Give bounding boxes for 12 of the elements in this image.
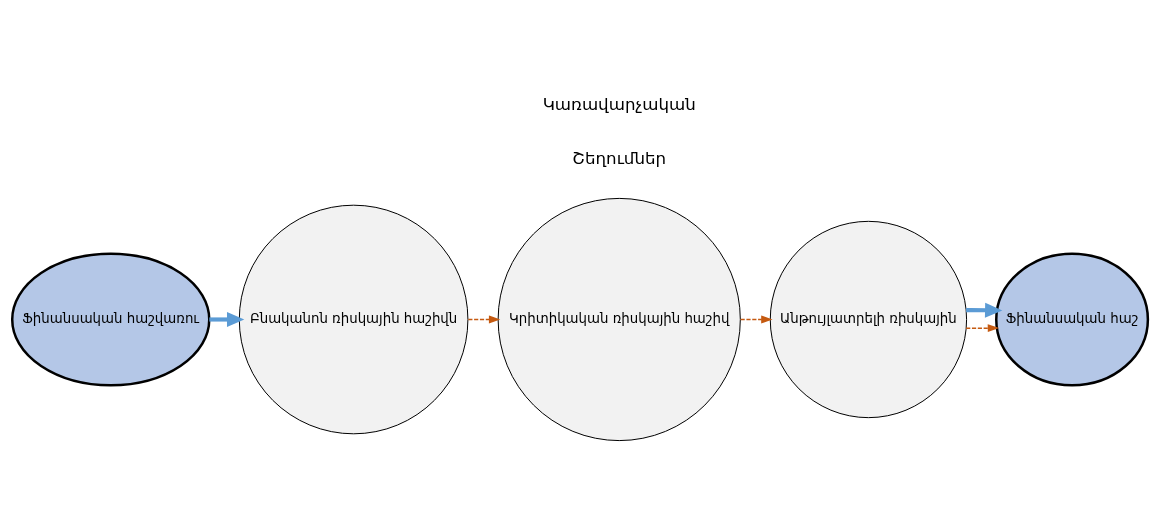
arrow: [739, 315, 773, 323]
arrow: [966, 302, 1003, 318]
label: Շեղումներ: [572, 148, 667, 168]
node-ellipse: Ֆինանսական հաշվառու: [11, 251, 211, 387]
arrow: [467, 315, 501, 323]
node-circle: Կրիտիկական ռիսկային հաշիվ: [497, 197, 741, 441]
arrow: [209, 311, 245, 327]
node-ellipse: Ֆինանսական հաշ: [995, 251, 1150, 387]
label: Կառավարչական: [542, 94, 696, 113]
arrow: [965, 323, 1000, 332]
node-circle: Անթույլատրելի ռիսկային: [769, 220, 968, 418]
node-circle: Բնականոն ռիսկային հաշիվն: [238, 204, 469, 434]
